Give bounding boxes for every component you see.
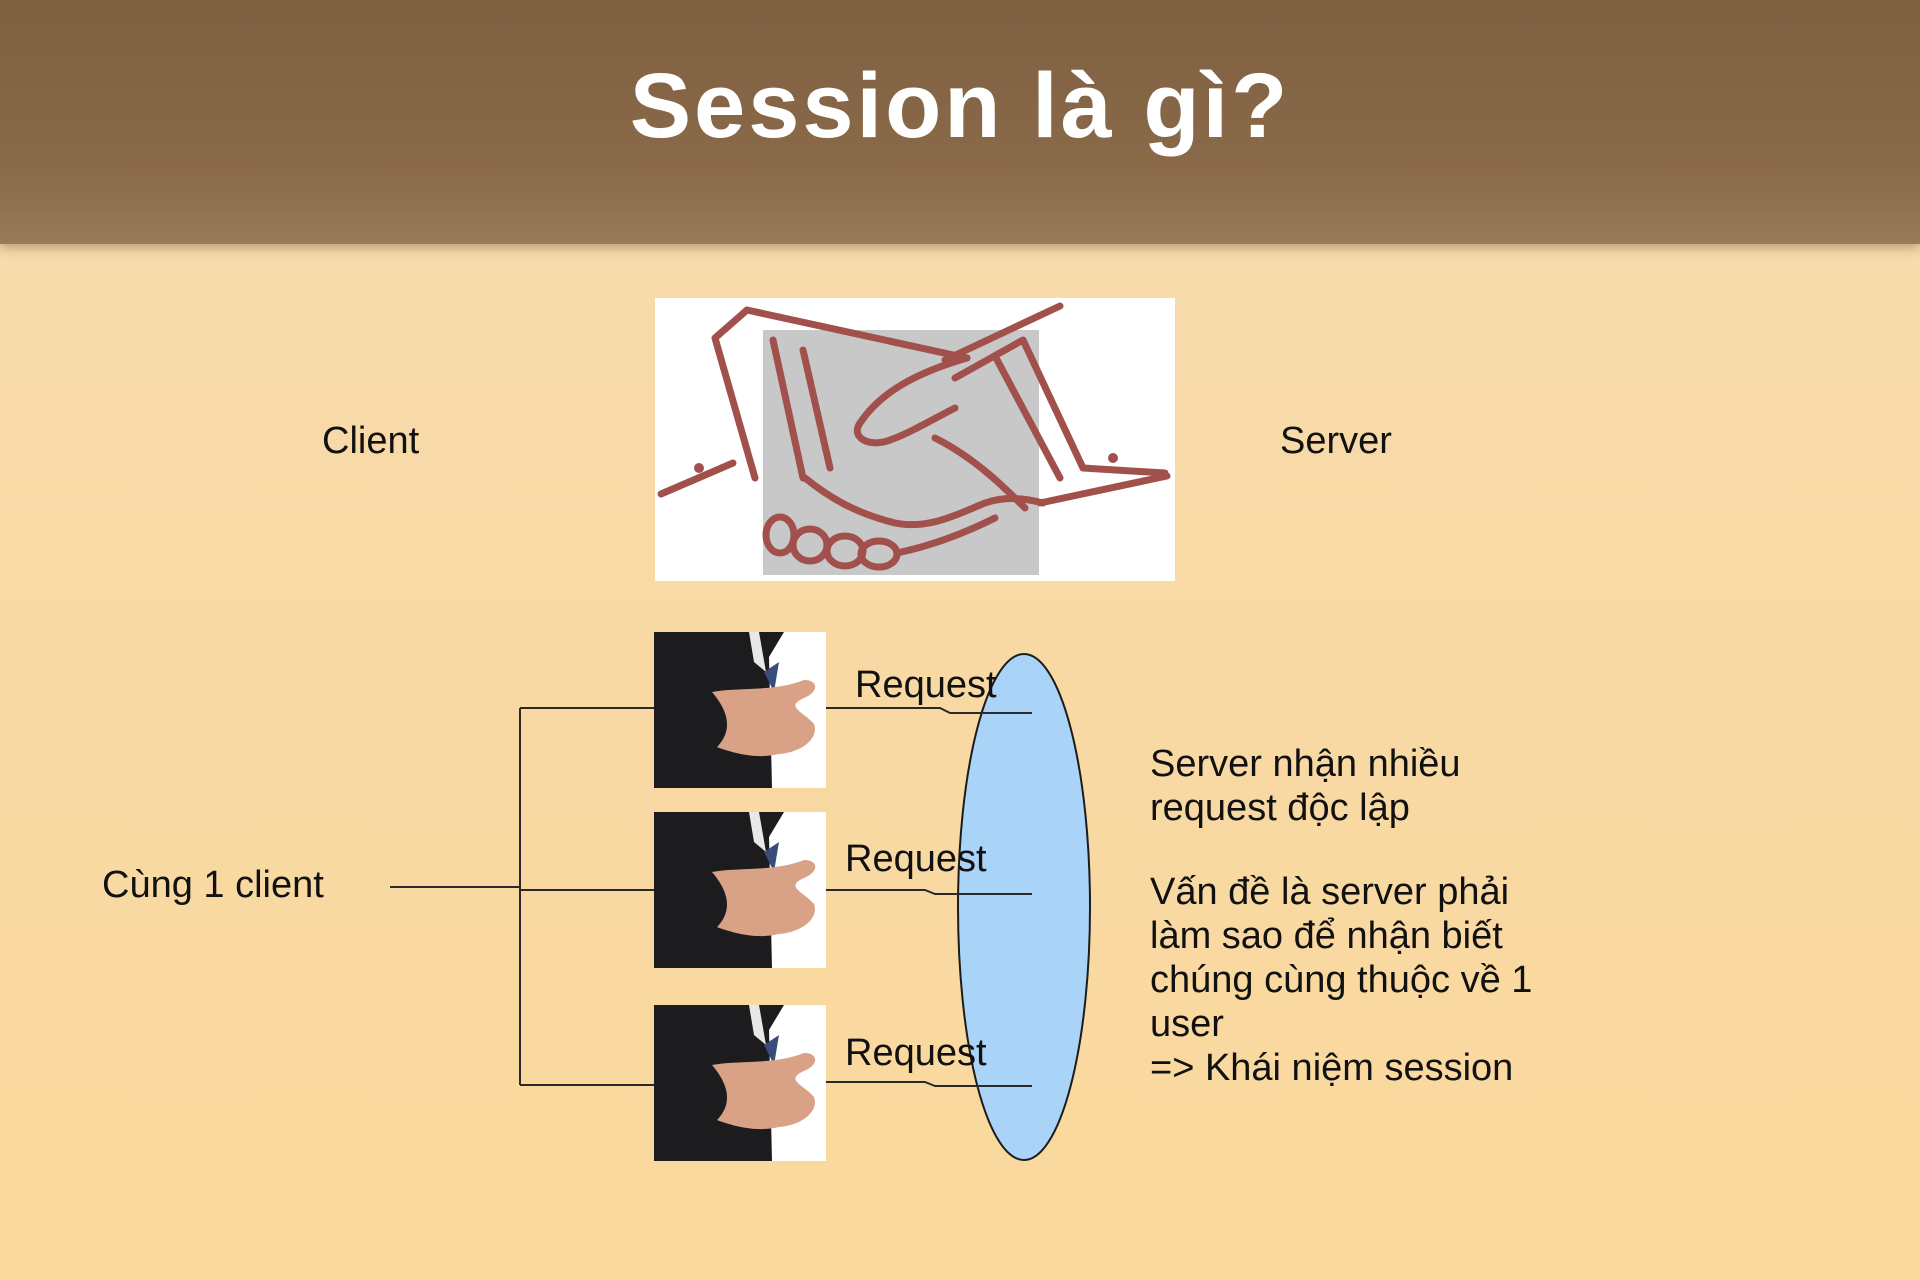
explanation-line-7: => Khái niệm session: [1150, 1047, 1514, 1089]
businessman-hand-icon: [654, 812, 826, 968]
server-ellipse: [957, 653, 1091, 1161]
businessman-hand-icon: [654, 1005, 826, 1161]
businessman-hand-icon: [654, 632, 826, 788]
same-client-label: Cùng 1 client: [102, 864, 324, 906]
handshake-image: [655, 298, 1175, 581]
request-line-2: [826, 889, 1032, 895]
explanation-line-2: request độc lập: [1150, 787, 1410, 829]
client-request-image-2: [654, 812, 826, 968]
request-label-1: Request: [855, 664, 997, 706]
explanation-line-4: làm sao để nhận biết: [1150, 915, 1503, 957]
slide-header: Session là gì?: [0, 0, 1920, 244]
client-label: Client: [322, 420, 420, 462]
request-line-3: [826, 1081, 1032, 1087]
slide-title: Session là gì?: [629, 55, 1291, 157]
explanation-line-6: user: [1150, 1003, 1224, 1045]
request-label-2: Request: [845, 838, 987, 880]
request-label-3: Request: [845, 1032, 987, 1074]
handshake-icon: [655, 298, 1175, 581]
client-request-image-3: [654, 1005, 826, 1161]
server-label: Server: [1280, 420, 1392, 462]
explanation-line-3: Vấn đề là server phải: [1150, 871, 1510, 913]
explanation-line-5: chúng cùng thuộc về 1: [1150, 959, 1533, 1001]
request-line-1: [826, 707, 1032, 714]
explanation-line-1: Server nhận nhiều: [1150, 743, 1461, 785]
client-request-image-1: [654, 632, 826, 788]
